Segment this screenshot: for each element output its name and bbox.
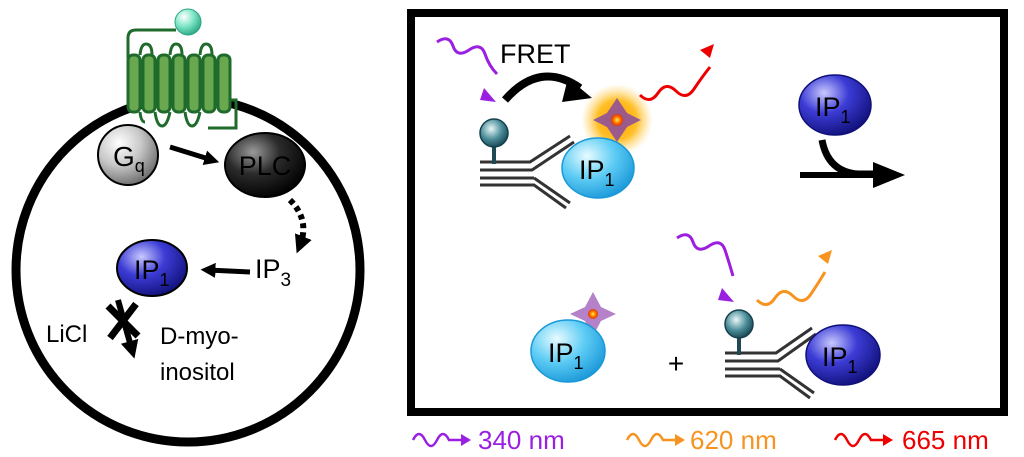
ligand: [174, 8, 202, 36]
svg-text:IP1: IP1: [822, 342, 858, 377]
emission-665-wave: [638, 66, 712, 101]
emission-665-arrowhead: [700, 44, 714, 58]
wavelength-legend: 340 nm 620 nm 665 nm: [411, 425, 989, 455]
legend-620: 620 nm: [625, 425, 777, 455]
excitation-wave-top: [436, 37, 499, 76]
svg-text:IP1: IP1: [134, 255, 170, 290]
licl-block-x: [105, 301, 141, 341]
excitation-arrowhead-bottom: [718, 288, 734, 302]
fret-arrowhead: [562, 78, 592, 102]
displacement-arrowhead: [873, 162, 905, 188]
svg-text:665 nm: 665 nm: [902, 425, 989, 455]
ip1-free-dark: IP1: [798, 74, 872, 136]
arrow-ip3-ip1: [200, 262, 251, 278]
svg-text:Gq: Gq: [113, 141, 145, 176]
svg-text:IP1: IP1: [548, 338, 584, 373]
acceptor-free: [570, 292, 616, 336]
excitation-wave-bottom: [676, 233, 735, 277]
antibody-top: [480, 134, 575, 210]
fret-label: FRET: [500, 39, 571, 69]
svg-text:IP1: IP1: [579, 155, 615, 190]
displacement-arrow: [818, 139, 880, 178]
cell-membrane: [11, 93, 365, 447]
excitation-arrowhead-top: [480, 88, 496, 102]
svg-text:340 nm: 340 nm: [478, 425, 565, 455]
svg-text:IP1: IP1: [815, 92, 851, 127]
legend-340: 340 nm: [411, 425, 565, 455]
gq-protein: Gq: [97, 124, 159, 186]
ip1-bound-bottom: IP1: [805, 324, 881, 386]
product-line2: inositol: [160, 359, 235, 386]
arrow-plc-ip3: [287, 197, 312, 254]
cell-panel: Gq PLC IP3 IP1 LiCl D-myo- inositol: [11, 8, 365, 447]
assay-panel: FRET IP1: [407, 9, 1008, 416]
ip3-label: IP3: [255, 254, 291, 291]
assay-frame: [407, 9, 1008, 416]
arrow-gq-plc: [169, 144, 220, 165]
svg-text:620 nm: 620 nm: [690, 425, 777, 455]
plc-enzyme: PLC: [224, 132, 306, 198]
donor-cryptate-top: [479, 118, 509, 164]
ip1-free-light: IP1: [530, 319, 606, 383]
licl-label: LiCl: [46, 321, 87, 348]
gpcr-receptor: [126, 28, 238, 130]
emission-620-arrowhead: [818, 250, 832, 264]
ip1-cell: IP1: [116, 239, 188, 297]
antibody-bottom: [725, 326, 817, 400]
product-line1: D-myo-: [160, 323, 239, 350]
emission-620-wave: [755, 271, 827, 306]
legend-665: 665 nm: [833, 425, 989, 455]
svg-text:PLC: PLC: [239, 151, 292, 181]
ip1-bound-top: IP1: [561, 137, 635, 199]
plus-sign: +: [668, 348, 684, 379]
donor-cryptate-bottom: [724, 309, 754, 355]
